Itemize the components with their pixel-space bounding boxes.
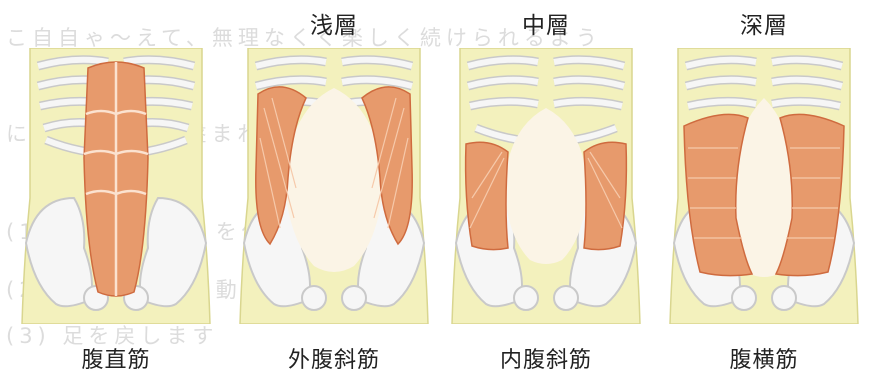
torso-figure (664, 48, 864, 324)
layer-label-superficial: 浅層 (234, 6, 434, 40)
layer-label-deep: 深層 (664, 6, 864, 40)
external-oblique-illustration (234, 48, 434, 324)
muscle-label-transversus-abdominis: 腹横筋 (664, 342, 864, 374)
transversus-abdominis-illustration (664, 48, 864, 324)
muscle-label-rectus-abdominis: 腹直筋 (16, 342, 216, 374)
internal-oblique-illustration (446, 48, 646, 324)
torso-figure (446, 48, 646, 324)
torso-figure (16, 48, 216, 324)
torso-figure (234, 48, 434, 324)
layer-label-middle: 中層 (446, 6, 646, 40)
muscle-label-external-oblique: 外腹斜筋 (234, 342, 434, 374)
rectus-abdominis-illustration (16, 48, 216, 324)
muscle-label-internal-oblique: 内腹斜筋 (446, 342, 646, 374)
